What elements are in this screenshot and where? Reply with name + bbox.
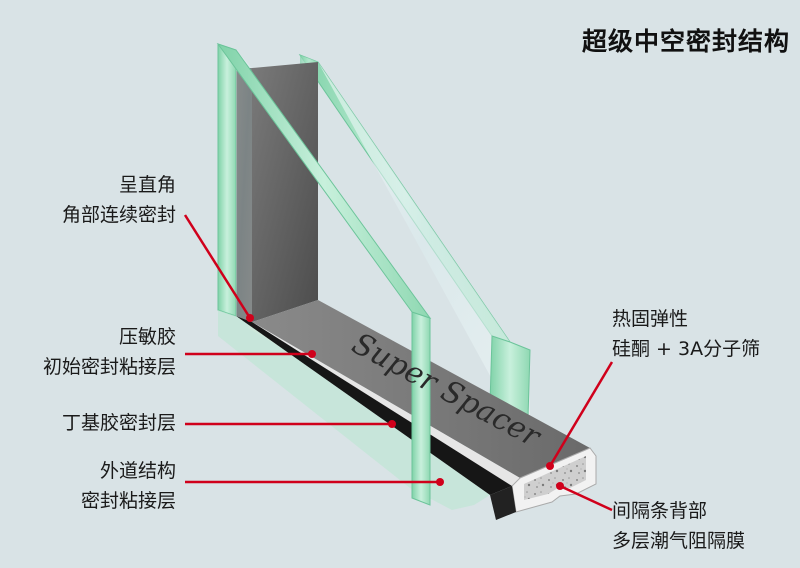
label-butyl-line1: 丁基胶密封层	[61, 412, 176, 434]
label-butyl-seal: 丁基胶密封层	[62, 408, 176, 438]
label-moisture-barrier: 间隔条背部 多层潮气阻隔膜	[612, 496, 745, 556]
label-silicone-desiccant: 热固弹性 硅酮 + 3A分子筛	[612, 304, 760, 364]
label-corner-line1: 呈直角	[118, 174, 176, 196]
label-pressure-adhesive: 压敏胶 初始密封粘接层	[43, 322, 176, 382]
label-outer-line2: 密封粘接层	[80, 490, 176, 512]
label-barrier-line2: 多层潮气阻隔膜	[612, 530, 746, 552]
label-outer-line1: 外道结构	[99, 460, 176, 482]
front-glass-pane	[216, 43, 490, 510]
leader-silicone	[548, 361, 614, 467]
label-outer-structural-seal: 外道结构 密封粘接层	[81, 456, 176, 516]
label-corner-seal: 呈直角 角部连续密封	[62, 170, 176, 230]
label-barrier-line1: 间隔条背部	[612, 500, 708, 522]
label-silicone-line2: 硅酮 + 3A分子筛	[612, 338, 761, 360]
leader-dots	[246, 314, 564, 490]
label-corner-line2: 角部连续密封	[61, 204, 176, 226]
diagram-title: 超级中空密封结构	[581, 27, 790, 56]
leader-lines	[183, 214, 614, 512]
label-pressure-line2: 初始密封粘接层	[42, 356, 176, 378]
leader-barrier	[559, 484, 613, 512]
leader-corner	[183, 214, 252, 319]
horizontal-spacer-bar	[236, 300, 597, 520]
label-silicone-line1: 热固弹性	[612, 308, 689, 330]
label-pressure-line1: 压敏胶	[118, 326, 176, 348]
